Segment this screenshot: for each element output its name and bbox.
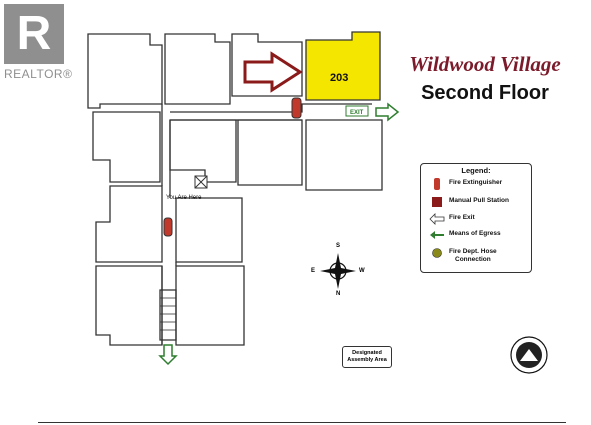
you-are-here-label: You Are Here — [166, 195, 202, 201]
seal-logo — [510, 336, 548, 374]
fire-extinguisher-icon — [291, 97, 302, 119]
pull-station-icon — [432, 197, 442, 207]
corridor — [161, 103, 372, 121]
exit-sign — [345, 105, 369, 117]
exit-sign-label: EXIT — [350, 110, 364, 116]
realtor-watermark: R REALTOR® — [4, 4, 73, 82]
unit-label: 203 — [330, 72, 349, 84]
legend-item-fire-exit: Fire Exit — [429, 213, 529, 225]
egress-arrow-icon — [158, 344, 178, 366]
bottom-divider — [38, 422, 566, 423]
compass-rose: S N E W — [310, 243, 366, 299]
unit-outline — [175, 197, 243, 263]
corridor — [161, 112, 177, 345]
unit-outline — [231, 33, 303, 97]
map-title: Wildwood Village — [409, 52, 561, 76]
legend-item-hose: Fire Dept. Hose Connection — [429, 247, 529, 269]
stair — [159, 289, 177, 341]
unit-outline — [92, 111, 161, 183]
map-subtitle: Second Floor — [421, 82, 549, 104]
fire-extinguisher-icon — [163, 217, 173, 237]
compass-west: W — [359, 268, 365, 274]
legend: Legend: Fire Extinguisher Manual Pull St… — [420, 163, 532, 273]
compass-north: N — [336, 291, 341, 297]
unit-outline — [164, 33, 231, 105]
compass-east: E — [311, 268, 316, 274]
egress-arrow-icon — [430, 231, 444, 239]
compass-icon — [320, 253, 356, 289]
pointer-arrow — [243, 51, 303, 93]
legend-item-extinguisher: Fire Extinguisher — [429, 178, 529, 190]
hose-connection-icon — [432, 248, 442, 258]
legend-item-egress: Means of Egress — [429, 229, 529, 241]
legend-item-pull-station: Manual Pull Station — [429, 196, 529, 208]
fire-exit-icon — [429, 213, 445, 225]
fire-extinguisher-icon — [434, 178, 440, 190]
egress-arrow-icon — [375, 102, 400, 122]
legend-title: Legend: — [461, 166, 491, 175]
compass-south: S — [336, 243, 341, 249]
assembly-area-sign: Designated Assembly Area — [342, 346, 392, 368]
unit-outline — [305, 119, 383, 191]
realtor-text: REALTOR® — [4, 67, 73, 81]
realtor-logo: R — [4, 4, 64, 64]
highlighted-unit — [305, 31, 381, 101]
